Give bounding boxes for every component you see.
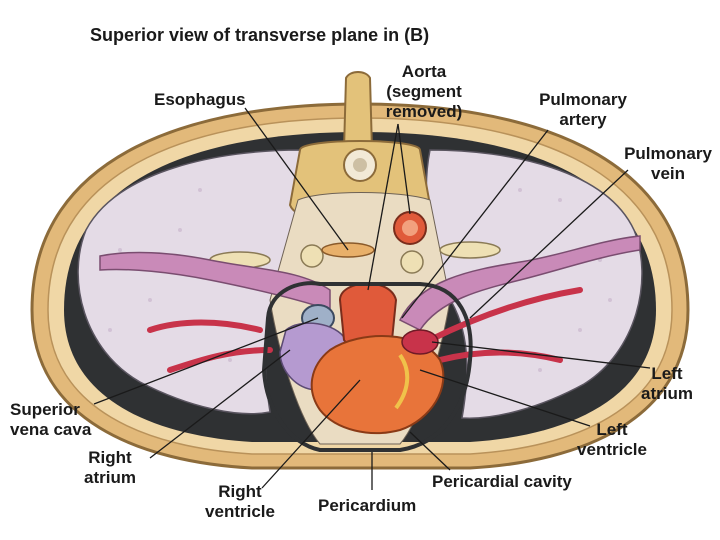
label-pulmonary-vein: Pulmonary vein [616, 144, 720, 184]
label-pulmonary-artery-line-2: artery [559, 110, 607, 129]
label-left-atrium-line-1: Left [651, 364, 683, 383]
leader-lines [93, 107, 651, 490]
label-pulmonary-artery: Pulmonary artery [528, 90, 638, 130]
label-left-atrium-line-2: atrium [641, 384, 693, 403]
pulmonary-artery [398, 235, 641, 331]
label-superior-vena-cava-line-2: vena cava [10, 420, 92, 439]
label-left-atrium: Left atrium [632, 364, 702, 404]
label-right-ventricle: Right ventricle [190, 482, 290, 522]
label-left-ventricle: Left ventricle [562, 420, 662, 460]
label-right-ventricle-line-2: ventricle [205, 502, 275, 521]
label-aorta: Aorta (segment removed) [374, 62, 474, 122]
label-right-atrium-line-1: Right [88, 448, 132, 467]
label-superior-vena-cava: Superior vena cava [10, 400, 91, 440]
label-left-ventricle-line-2: ventricle [577, 440, 647, 459]
spinous-process [342, 71, 374, 151]
label-pulmonary-artery-line-1: Pulmonary [539, 90, 627, 109]
label-right-atrium-line-2: atrium [84, 468, 136, 487]
pulmonary-veins [147, 287, 583, 373]
label-left-ventricle-line-1: Left [596, 420, 628, 439]
page-title: Superior view of transverse plane in (B) [90, 25, 430, 45]
label-right-atrium: Right atrium [70, 448, 150, 488]
label-pericardial-cavity: Pericardial cavity [432, 472, 572, 491]
label-superior-vena-cava-line-1: Superior [10, 400, 80, 419]
label-aorta-line-2: (segment [386, 82, 462, 101]
left-atrium-shape [401, 329, 439, 355]
label-right-ventricle-line-1: Right [218, 482, 262, 501]
label-esophagus: Esophagus [154, 90, 246, 109]
label-aorta-line-3: removed) [385, 102, 463, 121]
label-pulmonary-vein-line-1: Pulmonary [624, 144, 712, 163]
label-pulmonary-vein-line-2: vein [650, 164, 686, 183]
label-aorta-line-1: Aorta [401, 62, 447, 81]
label-pericardium: Pericardium [318, 496, 417, 515]
pericardium-outline [261, 281, 473, 452]
